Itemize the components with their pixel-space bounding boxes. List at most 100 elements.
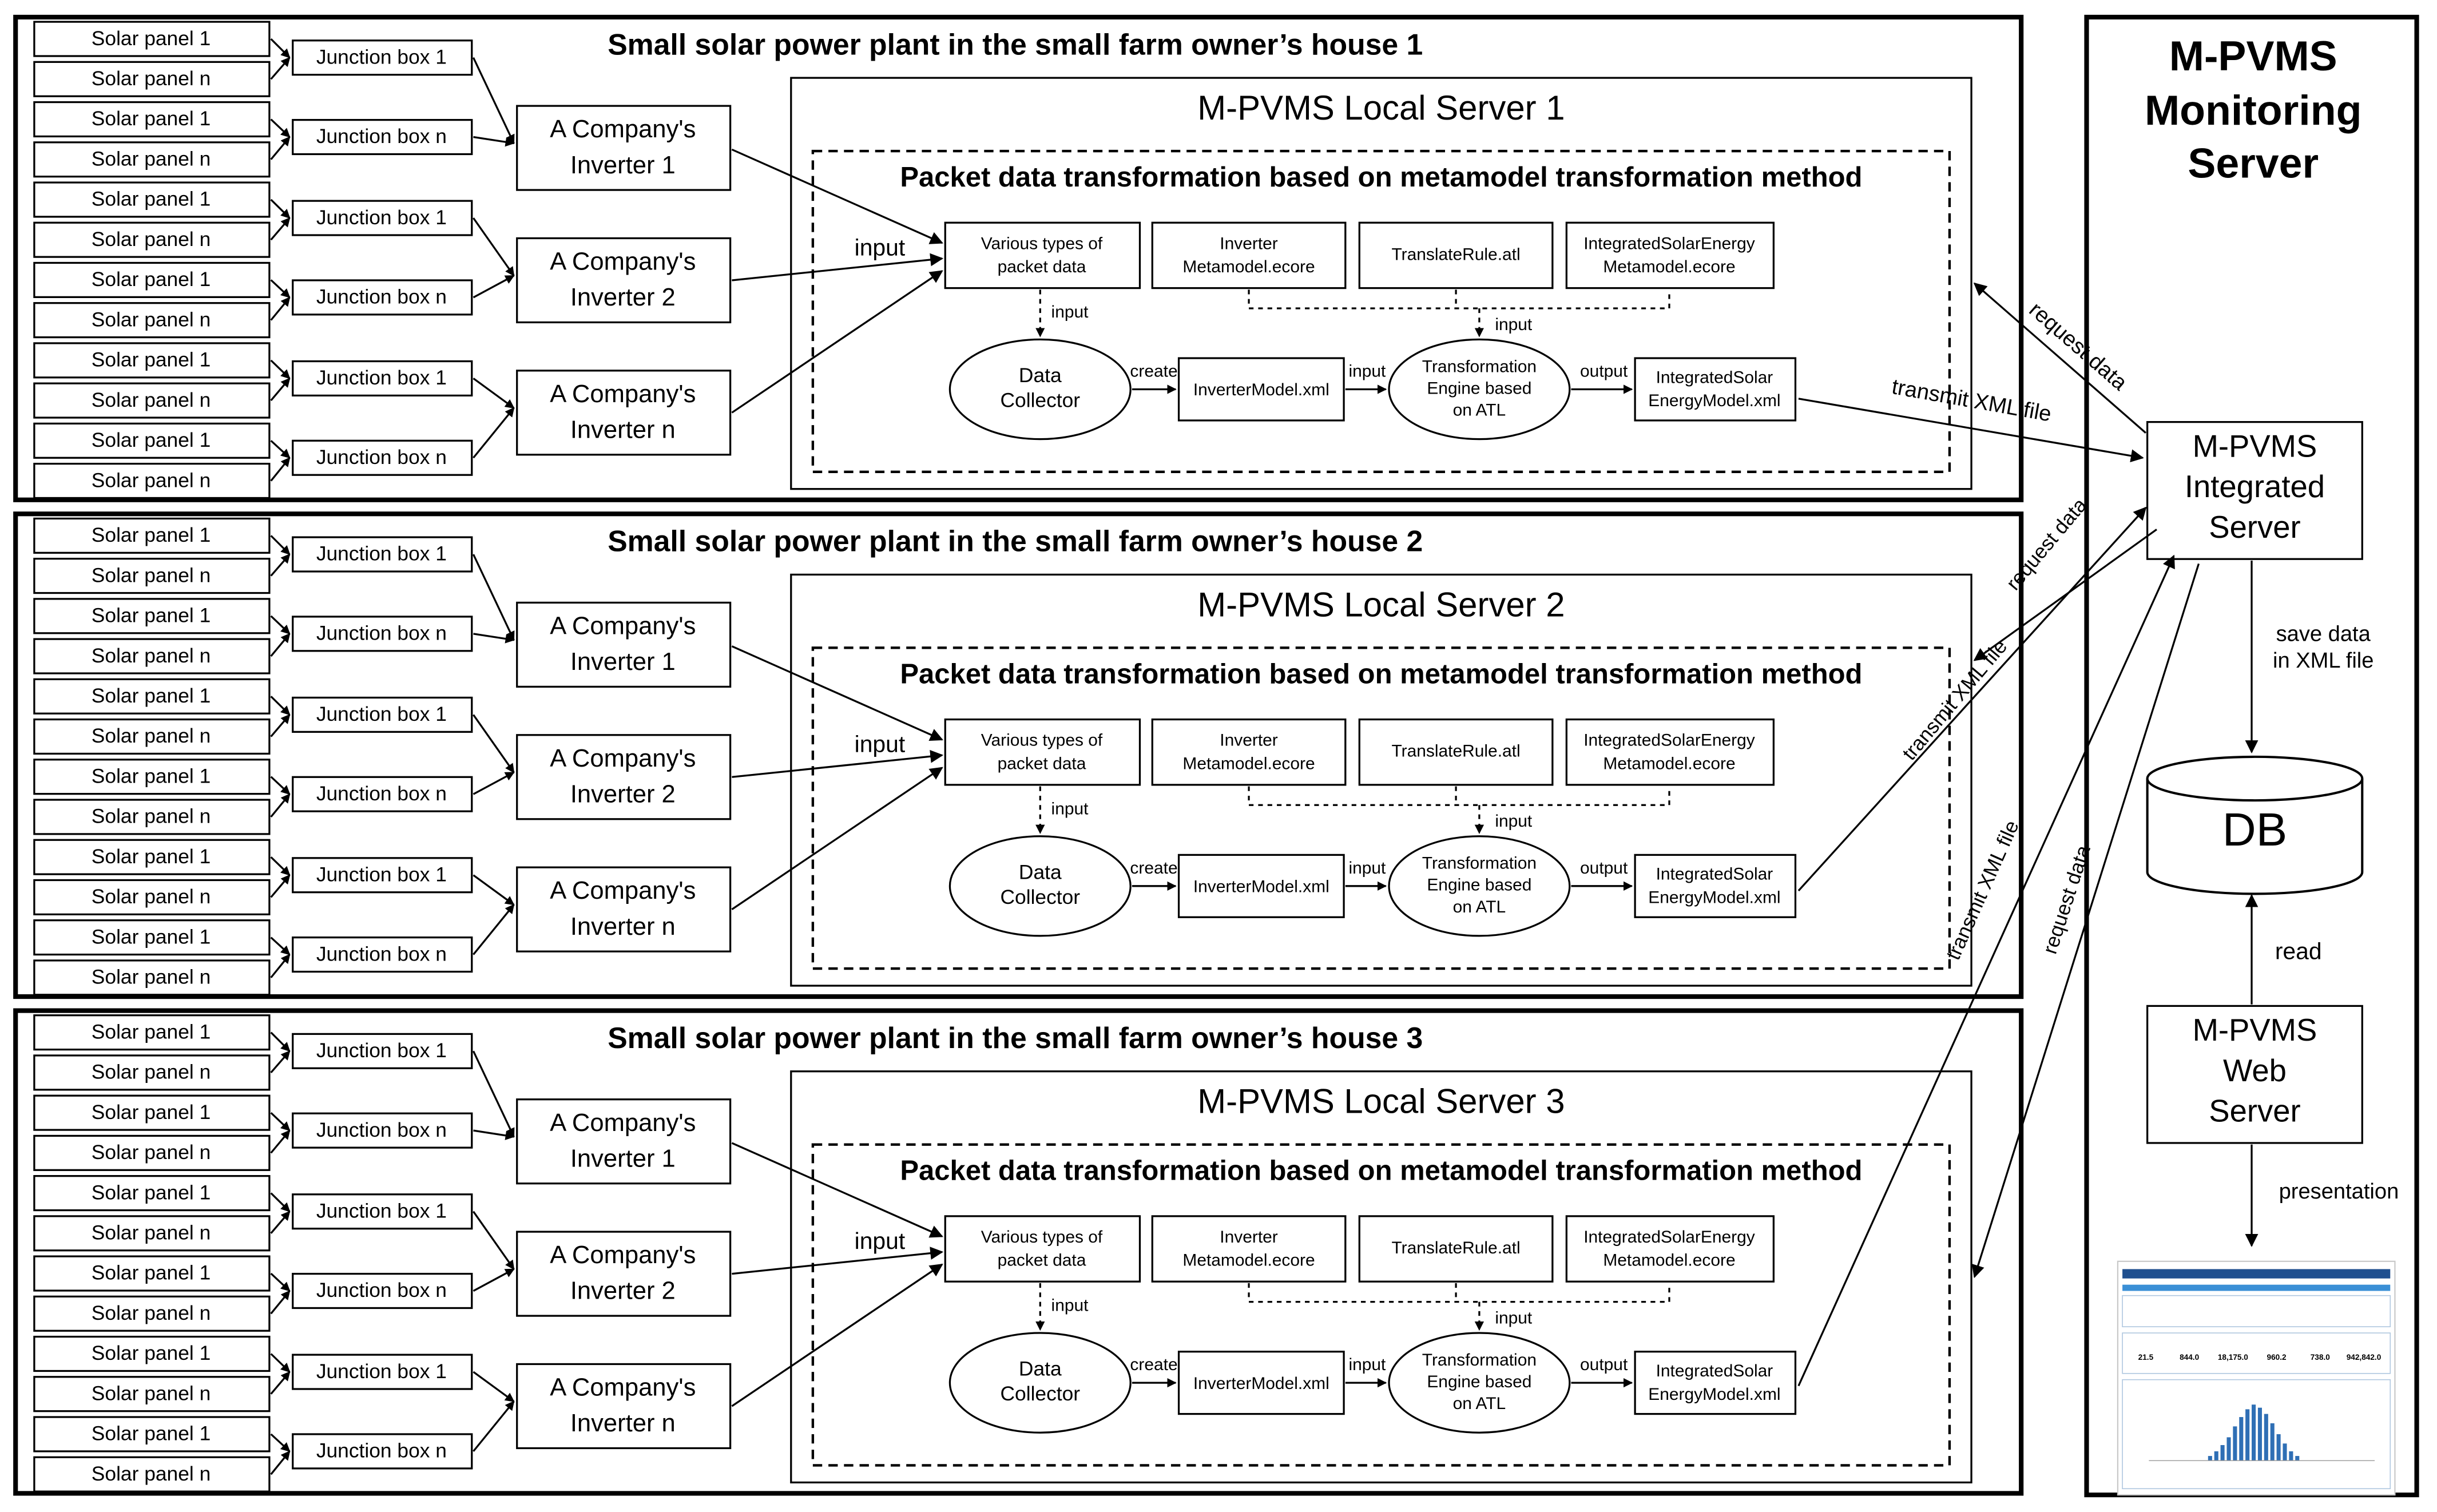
transmit-xml-arrow-2 bbox=[1797, 506, 2147, 892]
panel-to-junction-arrow bbox=[270, 1112, 291, 1132]
inverter-brand-label: A Company's bbox=[550, 877, 696, 904]
solar-panel-box bbox=[33, 678, 271, 715]
panel-to-junction-arrow bbox=[270, 1290, 291, 1315]
dashboard-chart-bar bbox=[2289, 1451, 2293, 1461]
create-label: create bbox=[1130, 859, 1177, 878]
inverter-model-box bbox=[1177, 854, 1345, 918]
dashboard-chart-bar bbox=[2208, 1456, 2212, 1461]
inverter-box bbox=[516, 370, 732, 456]
dashboard-chart-bar bbox=[2276, 1434, 2281, 1461]
ellipse-label: Engine based bbox=[1427, 1372, 1531, 1391]
input-label: input bbox=[1495, 315, 1533, 334]
junction-box bbox=[292, 1193, 473, 1230]
integrated-model-box bbox=[1634, 854, 1797, 918]
solar-panel-box bbox=[33, 638, 271, 674]
dashboard-value: 960.2 bbox=[2267, 1353, 2287, 1362]
junction-box bbox=[292, 1272, 473, 1309]
input-label: input bbox=[855, 234, 906, 260]
db-cylinder-top bbox=[2146, 755, 2364, 802]
inverter-metamodel-box bbox=[1151, 1215, 1347, 1283]
solar-panel-box bbox=[33, 1295, 271, 1332]
solar-panel-label: Solar panel n bbox=[92, 68, 211, 90]
inverter-to-packet-arrow bbox=[731, 1263, 943, 1407]
solar-panel-box bbox=[33, 1175, 271, 1212]
inverter-name-label: Inverter n bbox=[570, 913, 676, 940]
translate-rule-box bbox=[1358, 1215, 1554, 1283]
solar-panel-box bbox=[33, 261, 271, 298]
panel-to-junction-arrow bbox=[270, 553, 291, 577]
read-label: read bbox=[2275, 938, 2322, 965]
inverter-name-label: Inverter 1 bbox=[570, 1145, 676, 1172]
panel-to-junction-arrow bbox=[270, 1272, 291, 1292]
junction-box bbox=[292, 696, 473, 733]
junction-box-label: Junction box 1 bbox=[316, 1039, 447, 1062]
junction-to-inverter-arrow bbox=[473, 1268, 515, 1292]
box-label: packet data bbox=[998, 1251, 1086, 1270]
request-data-arrow-3 bbox=[1971, 563, 2200, 1279]
solar-panel-label: Solar panel 1 bbox=[92, 1181, 211, 1204]
junction-box-label: Junction box 1 bbox=[316, 703, 447, 725]
transmit-xml-arrow-1 bbox=[1798, 398, 2144, 463]
solar-panel-label: Solar panel n bbox=[92, 469, 211, 491]
box-label: EnergyModel.xml bbox=[1648, 888, 1780, 907]
inverter-box bbox=[516, 866, 732, 953]
inverter-brand-label: A Company's bbox=[550, 248, 696, 276]
dashboard-value: 18,175.0 bbox=[2218, 1353, 2248, 1362]
solar-panel-box bbox=[33, 462, 271, 499]
box-label: EnergyModel.xml bbox=[1648, 391, 1780, 410]
panel-to-junction-arrow bbox=[270, 279, 291, 299]
junction-to-inverter-arrow bbox=[473, 1371, 515, 1403]
solar-panel-label: Solar panel n bbox=[92, 1302, 211, 1324]
web-server-label: Web bbox=[2223, 1053, 2287, 1088]
junction-to-inverter-arrow bbox=[473, 217, 515, 277]
output-label: output bbox=[1580, 1355, 1628, 1374]
inverter-name-label: Inverter 1 bbox=[570, 648, 676, 676]
inverter-to-packet-arrow bbox=[731, 645, 943, 741]
solar-panel-box bbox=[33, 141, 271, 178]
data-collector-ellipse bbox=[948, 835, 1132, 937]
panel-to-junction-arrow bbox=[270, 954, 291, 978]
ellipse-label: Transformation bbox=[1422, 854, 1537, 873]
panel-to-junction-arrow bbox=[270, 1433, 291, 1453]
input-label: input bbox=[1348, 859, 1386, 878]
junction-to-inverter-arrow bbox=[473, 771, 515, 795]
junction-box bbox=[292, 39, 473, 76]
dashboard-value: 738.0 bbox=[2311, 1353, 2330, 1362]
panel-to-junction-arrow bbox=[270, 38, 291, 58]
box-label: Inverter bbox=[1220, 1228, 1278, 1247]
junction-box-label: Junction box 1 bbox=[316, 46, 447, 68]
packet-transformation-title: Packet data transformation based on meta… bbox=[900, 658, 1862, 689]
box-label: Inverter bbox=[1220, 234, 1278, 253]
panel-to-junction-arrow bbox=[270, 793, 291, 817]
junction-box-label: Junction box 1 bbox=[316, 367, 447, 389]
dashboard-value: 942,842.0 bbox=[2347, 1353, 2382, 1362]
solar-panel-label: Solar panel n bbox=[92, 148, 211, 170]
solar-panel-box bbox=[33, 879, 271, 915]
web-server-label: M-PVMS bbox=[2193, 1013, 2317, 1047]
monitoring-title: M-PVMS bbox=[2169, 32, 2337, 80]
house-section: Small solar power plant in the small far… bbox=[13, 511, 2024, 999]
panel-to-junction-arrow bbox=[270, 359, 291, 379]
solar-panel-label: Solar panel n bbox=[92, 228, 211, 251]
junction-to-inverter-arrow bbox=[473, 57, 515, 144]
ellipse-label: Transformation bbox=[1422, 1351, 1537, 1370]
solar-panel-label: Solar panel 1 bbox=[92, 1262, 211, 1284]
inverter-to-packet-arrow bbox=[731, 767, 943, 911]
save-data-label: save data bbox=[2276, 622, 2371, 646]
solar-panel-box bbox=[33, 342, 271, 379]
solar-panel-label: Solar panel 1 bbox=[92, 846, 211, 868]
transformation-engine-ellipse bbox=[1388, 1332, 1571, 1434]
solar-panel-label: Solar panel n bbox=[92, 308, 211, 331]
solar-panel-label: Solar panel 1 bbox=[92, 1021, 211, 1043]
box-label: IntegratedSolar bbox=[1656, 865, 1773, 884]
panel-to-junction-arrow bbox=[270, 776, 291, 795]
panel-to-junction-arrow bbox=[270, 136, 291, 160]
junction-box-label: Junction box n bbox=[316, 622, 447, 645]
inverter-box bbox=[516, 237, 732, 324]
house-title: Small solar power plant in the small far… bbox=[608, 27, 1423, 61]
box-label: IntegratedSolar bbox=[1656, 1362, 1773, 1380]
dashboard-chart-bar bbox=[2214, 1451, 2218, 1461]
dashboard-chart-bar bbox=[2252, 1404, 2256, 1461]
junction-box-label: Junction box n bbox=[316, 943, 447, 965]
solar-panel-label: Solar panel n bbox=[92, 886, 211, 908]
